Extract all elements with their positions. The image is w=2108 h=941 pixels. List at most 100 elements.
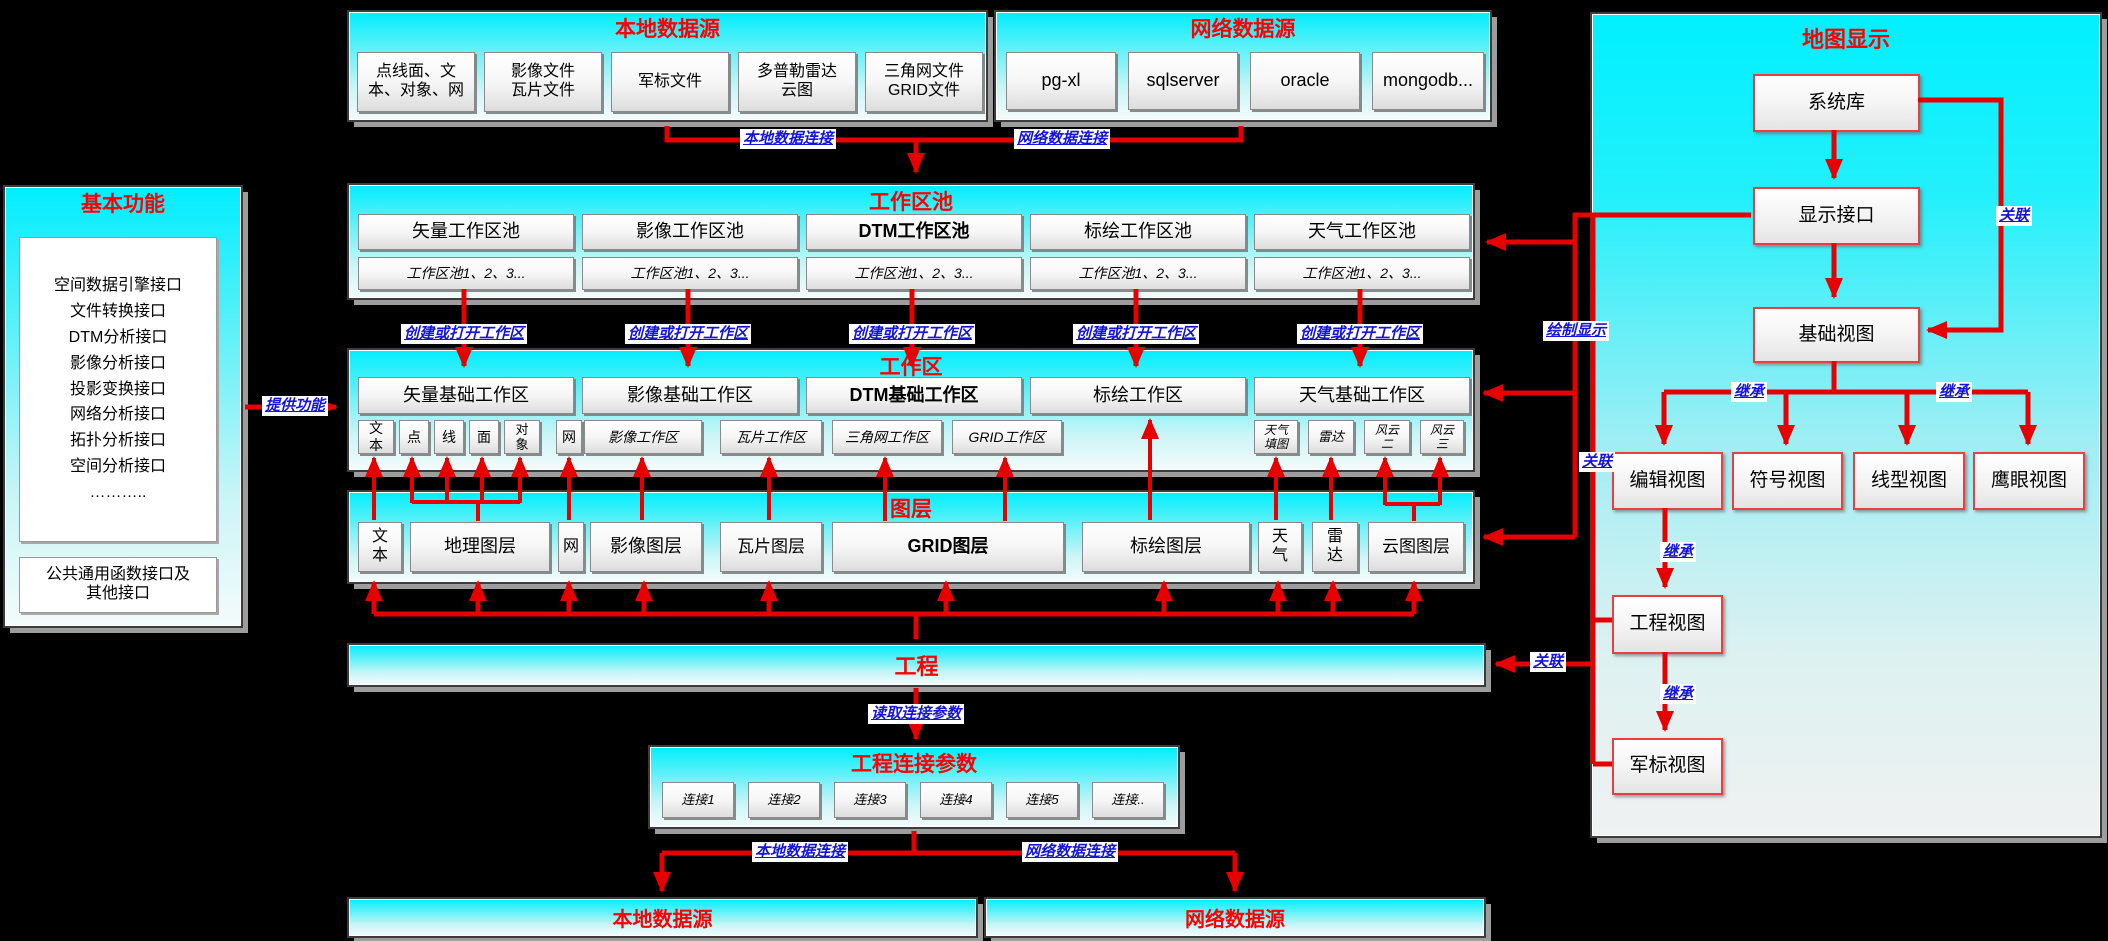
node-oracle: oracle bbox=[1250, 52, 1360, 110]
label-read-connection-params: 读取连接参数 bbox=[867, 704, 965, 724]
panel-bottom-network-source: 网络数据源 bbox=[984, 897, 1486, 938]
node-symbol-view: 符号视图 bbox=[1732, 452, 1843, 510]
bottom-network-source-title: 网络数据源 bbox=[1185, 909, 1285, 931]
label-draw-display: 绘制显示 bbox=[1542, 321, 1610, 341]
ws-point: 点 bbox=[399, 420, 429, 454]
ws-line: 线 bbox=[434, 420, 464, 454]
panel-workspace-pool: 工作区池 矢量工作区池 影像工作区池 DTM工作区池 标绘工作区池 天气工作区池… bbox=[347, 183, 1475, 300]
panel-local-data-source: 本地数据源 点线面、文 本、对象、网 影像文件 瓦片文件 军标文件 多普勒雷达 … bbox=[347, 10, 988, 122]
label-create-open-5: 创建或打开工作区 bbox=[1296, 324, 1424, 344]
project-title: 工程 bbox=[894, 654, 939, 679]
label-association-project: 关联 bbox=[1529, 652, 1567, 672]
label-inherit-4: 继承 bbox=[1659, 684, 1697, 704]
basic-functions-title: 基本功能 bbox=[81, 193, 165, 216]
node-linetype-view: 线型视图 bbox=[1853, 452, 1965, 510]
pool-image-instances: 工作区池1、2、3... bbox=[582, 257, 798, 290]
label-network-connection-top: 网络数据连接 bbox=[1013, 129, 1111, 149]
ws-text: 文 本 bbox=[358, 420, 394, 454]
connection-more: 连接.. bbox=[1092, 782, 1164, 818]
ws-net: 网 bbox=[556, 420, 582, 454]
local-data-source-title: 本地数据源 bbox=[615, 18, 720, 41]
ws-tile-workspace: 瓦片工作区 bbox=[720, 420, 822, 454]
connection-4: 连接4 bbox=[920, 782, 992, 818]
node-system-library: 系统库 bbox=[1753, 74, 1920, 132]
label-inherit-1: 继承 bbox=[1730, 382, 1768, 402]
connection-params-title: 工程连接参数 bbox=[851, 753, 977, 776]
pool-weather-instances: 工作区池1、2、3... bbox=[1254, 257, 1470, 290]
layer-weather: 天 气 bbox=[1258, 522, 1302, 572]
ws-weather-base: 天气基础工作区 bbox=[1254, 377, 1470, 414]
panel-basic-functions: 基本功能 空间数据引擎接口 文件转换接口 DTM分析接口 影像分析接口 投影变换… bbox=[3, 185, 243, 628]
workspace-pool-title: 工作区池 bbox=[869, 191, 953, 214]
label-association-views: 关联 bbox=[1578, 452, 1616, 472]
layer-image: 影像图层 bbox=[590, 522, 702, 572]
connection-2: 连接2 bbox=[748, 782, 820, 818]
label-provide-function: 提供功能 bbox=[261, 396, 329, 416]
pool-dtm-instances: 工作区池1、2、3... bbox=[806, 257, 1022, 290]
panel-workspace: 工作区 矢量基础工作区 影像基础工作区 DTM基础工作区 标绘工作区 天气基础工… bbox=[347, 348, 1475, 472]
pool-vector-instances: 工作区池1、2、3... bbox=[358, 257, 574, 290]
ws-object: 对 象 bbox=[504, 420, 540, 454]
interface-list: 空间数据引擎接口 文件转换接口 DTM分析接口 影像分析接口 投影变换接口 网络… bbox=[19, 237, 217, 542]
ws-plot: 标绘工作区 bbox=[1030, 377, 1246, 414]
ws-fengyun2: 风云 二 bbox=[1364, 420, 1410, 454]
ws-vector-base: 矢量基础工作区 bbox=[358, 377, 574, 414]
node-display-interface: 显示接口 bbox=[1753, 187, 1920, 245]
connection-3: 连接3 bbox=[834, 782, 906, 818]
label-create-open-4: 创建或打开工作区 bbox=[1072, 324, 1200, 344]
panel-bottom-local-source: 本地数据源 bbox=[347, 897, 978, 938]
pool-image: 影像工作区池 bbox=[582, 214, 798, 250]
ws-grid-workspace: GRID工作区 bbox=[952, 420, 1062, 454]
node-pg-xl: pg-xl bbox=[1006, 52, 1116, 110]
layer-cloud: 云图图层 bbox=[1368, 522, 1464, 572]
panel-network-data-source: 网络数据源 pg-xl sqlserver oracle mongodb... bbox=[994, 10, 1492, 122]
bottom-local-source-title: 本地数据源 bbox=[612, 909, 713, 931]
node-mongodb: mongodb... bbox=[1372, 52, 1484, 110]
layer-plot: 标绘图层 bbox=[1082, 522, 1250, 572]
label-inherit-3: 继承 bbox=[1659, 542, 1697, 562]
layer-geographic: 地理图层 bbox=[410, 522, 550, 572]
node-military-symbol-file: 军标文件 bbox=[611, 52, 729, 112]
ws-dtm-base: DTM基础工作区 bbox=[806, 377, 1022, 414]
pool-plot: 标绘工作区池 bbox=[1030, 214, 1246, 250]
panel-project: 工程 bbox=[347, 643, 1486, 687]
label-network-connection-bottom: 网络数据连接 bbox=[1021, 842, 1119, 862]
panel-layers: 图层 文 本 地理图层 网 影像图层 瓦片图层 GRID图层 标绘图层 天 气 … bbox=[347, 490, 1475, 584]
layer-text: 文 本 bbox=[358, 522, 402, 572]
pool-plot-instances: 工作区池1、2、3... bbox=[1030, 257, 1246, 290]
node-vector-text-object-net: 点线面、文 本、对象、网 bbox=[357, 52, 475, 112]
label-local-connection-top: 本地数据连接 bbox=[739, 129, 837, 149]
label-association-map: 关联 bbox=[1995, 206, 2033, 226]
label-local-connection-bottom: 本地数据连接 bbox=[751, 842, 849, 862]
pool-dtm: DTM工作区池 bbox=[806, 214, 1022, 250]
ws-tin-workspace: 三角网工作区 bbox=[832, 420, 942, 454]
connection-5: 连接5 bbox=[1006, 782, 1078, 818]
ws-radar: 雷达 bbox=[1308, 420, 1354, 454]
panel-map-display: 地图显示 系统库 显示接口 基础视图 编辑视图 符号视图 线型视图 鹰眼视图 工… bbox=[1590, 12, 2102, 838]
connection-1: 连接1 bbox=[662, 782, 734, 818]
panel-connection-params: 工程连接参数 连接1 连接2 连接3 连接4 连接5 连接.. bbox=[648, 745, 1180, 829]
node-base-view: 基础视图 bbox=[1753, 307, 1920, 363]
node-eagle-eye-view: 鹰眼视图 bbox=[1973, 452, 2085, 510]
node-doppler-radar-cloud: 多普勒雷达 云图 bbox=[738, 52, 856, 112]
ws-image-base: 影像基础工作区 bbox=[582, 377, 798, 414]
network-data-source-title: 网络数据源 bbox=[1190, 18, 1296, 41]
layer-tile: 瓦片图层 bbox=[720, 522, 822, 572]
ws-area: 面 bbox=[469, 420, 499, 454]
layer-radar: 雷 达 bbox=[1312, 522, 1358, 572]
node-military-view: 军标视图 bbox=[1612, 738, 1723, 795]
node-sqlserver: sqlserver bbox=[1128, 52, 1238, 110]
label-inherit-2: 继承 bbox=[1935, 382, 1973, 402]
pool-weather: 天气工作区池 bbox=[1254, 214, 1470, 250]
node-image-tile-files: 影像文件 瓦片文件 bbox=[484, 52, 602, 112]
layers-title: 图层 bbox=[890, 498, 932, 521]
layer-net: 网 bbox=[558, 522, 584, 572]
ws-fengyun3: 风云 三 bbox=[1420, 420, 1464, 454]
ws-image-workspace: 影像工作区 bbox=[584, 420, 702, 454]
label-create-open-3: 创建或打开工作区 bbox=[848, 324, 976, 344]
map-display-title: 地图显示 bbox=[1801, 27, 1890, 52]
node-tin-grid-files: 三角网文件 GRID文件 bbox=[865, 52, 983, 112]
node-project-view: 工程视图 bbox=[1612, 595, 1723, 654]
pool-vector: 矢量工作区池 bbox=[358, 214, 574, 250]
